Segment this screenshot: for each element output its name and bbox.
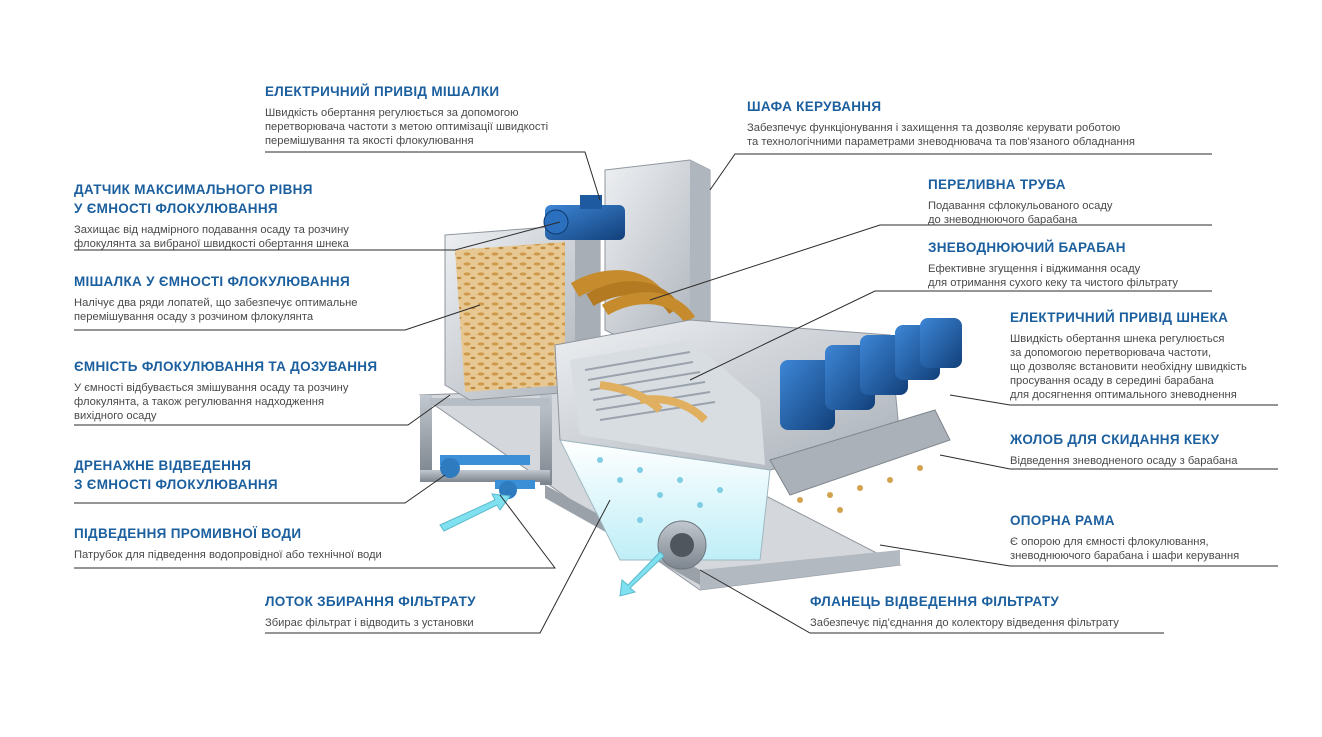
leader-mixer-drive [265,151,601,201]
callout-screw-drive: ЕЛЕКТРИЧНИЙ ПРИВІД ШНЕКА Швидкість оберт… [1010,308,1247,402]
callout-filtrate-tray: ЛОТОК ЗБИРАННЯ ФІЛЬТРАТУ Збирає фільтрат… [265,592,476,630]
callout-mixer-title: МІШАЛКА У ЄМНОСТІ ФЛОКУЛЮВАННЯ [74,274,350,289]
callout-control-cabinet-title: ШАФА КЕРУВАННЯ [747,99,882,114]
leader-mixer [74,304,481,331]
callout-wash-water-desc: Патрубок для підведення водопровідної аб… [74,549,382,561]
callout-wash-water-title: ПІДВЕДЕННЯ ПРОМИВНОЇ ВОДИ [74,526,302,541]
leader-lines [74,151,1278,634]
callout-level-sensor-desc: Захищає від надмірного подавання осаду т… [74,224,349,250]
callout-wash-water: ПІДВЕДЕННЯ ПРОМИВНОЇ ВОДИ Патрубок для п… [74,524,382,562]
callout-screw-drive-title: ЕЛЕКТРИЧНИЙ ПРИВІД ШНЕКА [1010,310,1229,325]
callout-overflow-pipe: ПЕРЕЛИВНА ТРУБА Подавання сфлокульованог… [928,175,1112,227]
leader-filtrate-flange [699,569,1164,634]
leader-filtrate-tray [265,499,611,634]
callout-level-sensor-title: ДАТЧИК МАКСИМАЛЬНОГО РІВНЯ У ЄМНОСТІ ФЛО… [74,182,313,216]
water-pipes [440,455,535,499]
callout-control-cabinet: ШАФА КЕРУВАННЯ Забезпечує функціонування… [747,97,1135,149]
leader-overflow-pipe [649,224,1212,301]
callout-control-cabinet-desc: Забезпечує функціонування і захищення та… [747,122,1135,148]
leader-control-cabinet [709,153,1212,191]
callout-screw-drive-desc: Швидкість обертання шнека регулюється за… [1010,333,1247,401]
callout-dewatering-drum: ЗНЕВОДНЮЮЧИЙ БАРАБАН Ефективне згущення … [928,238,1178,290]
callout-support-frame-title: ОПОРНА РАМА [1010,513,1115,528]
callout-mixer-desc: Налічує два ряди лопатей, що забезпечує … [74,297,358,323]
callout-cake-chute-desc: Відведення зневодненого осаду з барабана [1010,455,1238,467]
flocculation-tank [444,224,601,401]
overflow-pipes [570,270,695,324]
callout-flocculation-tank-title: ЄМНІСТЬ ФЛОКУЛЮВАННЯ ТА ДОЗУВАННЯ [74,359,378,374]
dewatering-drum [554,319,901,471]
callout-flocculation-tank-desc: У ємності відбувається змішування осаду … [74,382,349,422]
callout-support-frame-desc: Є опорою для ємності флокулювання, знево… [1010,536,1240,562]
callout-dewatering-drum-title: ЗНЕВОДНЮЮЧИЙ БАРАБАН [928,240,1126,255]
screw-drive-motors [780,318,962,430]
callout-drainage: ДРЕНАЖНЕ ВІДВЕДЕННЯ З ЄМНОСТІ ФЛОКУЛЮВАН… [74,456,278,494]
leader-wash-water [74,494,557,569]
filtrate-flange [657,520,707,570]
leader-cake-chute [939,454,1278,470]
callout-mixer-drive-desc: Швидкість обертання регулюється за допом… [265,107,549,147]
cake-chutes [769,409,951,513]
callout-cake-chute-title: ЖОЛОБ ДЛЯ СКИДАННЯ КЕКУ [1010,432,1220,447]
callout-overflow-pipe-title: ПЕРЕЛИВНА ТРУБА [928,177,1066,192]
leader-dewatering-drum [689,290,1212,381]
leader-flocculation-tank [74,394,451,426]
callout-level-sensor: ДАТЧИК МАКСИМАЛЬНОГО РІВНЯ У ЄМНОСТІ ФЛО… [74,180,349,251]
filtrate-outflow-arrow [619,551,665,597]
callout-mixer-drive-title: ЕЛЕКТРИЧНИЙ ПРИВІД МІШАЛКИ [265,84,500,99]
leader-support-frame [879,544,1278,567]
leader-drainage [74,474,446,504]
callout-filtrate-flange: ФЛАНЕЦЬ ВІДВЕДЕННЯ ФІЛЬТРАТУ Забезпечує … [810,592,1119,630]
callout-filtrate-flange-title: ФЛАНЕЦЬ ВІДВЕДЕННЯ ФІЛЬТРАТУ [810,594,1060,609]
wash-water-arrow [439,493,511,532]
callout-filtrate-flange-desc: Забезпечує під'єднання до колектору відв… [810,617,1119,629]
control-cabinet [604,159,711,341]
callout-filtrate-tray-desc: Збирає фільтрат і відводить з установки [265,617,474,629]
callout-drainage-title: ДРЕНАЖНЕ ВІДВЕДЕННЯ З ЄМНОСТІ ФЛОКУЛЮВАН… [74,458,278,492]
callout-flocculation-tank: ЄМНІСТЬ ФЛОКУЛЮВАННЯ ТА ДОЗУВАННЯ У ємно… [74,357,377,423]
mixer-drive-motor [543,195,625,240]
leader-level-sensor [74,221,561,251]
leader-screw-drive [949,394,1278,406]
callout-support-frame: ОПОРНА РАМА Є опорою для ємності флокулю… [1010,511,1239,563]
callout-cake-chute: ЖОЛОБ ДЛЯ СКИДАННЯ КЕКУ Відведення знево… [1010,430,1237,468]
callout-overflow-pipe-desc: Подавання сфлокульованого осаду до знево… [928,200,1113,226]
callout-mixer: МІШАЛКА У ЄМНОСТІ ФЛОКУЛЮВАННЯ Налічує д… [74,272,357,324]
callout-mixer-drive: ЕЛЕКТРИЧНИЙ ПРИВІД МІШАЛКИ Швидкість обе… [265,82,548,148]
callout-dewatering-drum-desc: Ефективне згущення і віджимання осаду дл… [928,263,1178,289]
callout-filtrate-tray-title: ЛОТОК ЗБИРАННЯ ФІЛЬТРАТУ [265,594,476,609]
